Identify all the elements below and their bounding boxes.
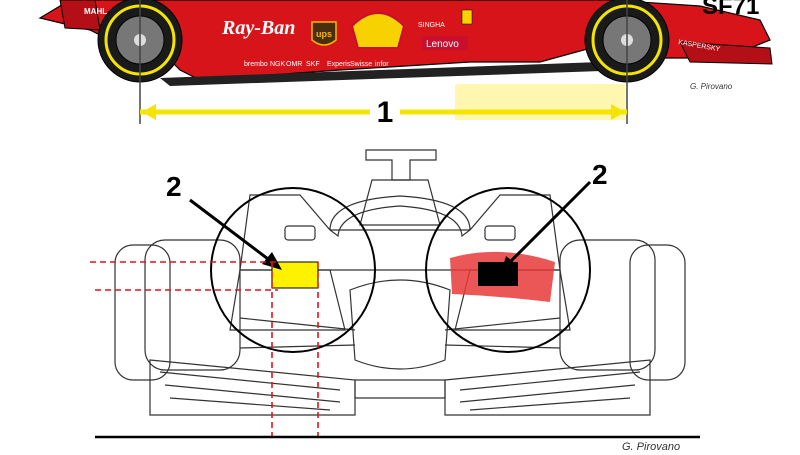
left-tyre: [114, 244, 171, 381]
callout-2-right: 2: [592, 159, 608, 190]
right-arrow-head: [500, 256, 518, 276]
front-wing-center: [354, 379, 446, 399]
left-arrow: [189, 198, 273, 264]
floor-edge: [160, 62, 630, 86]
lenovo-plate: [422, 36, 468, 50]
ferrari-shield: [461, 9, 473, 25]
front-view: [114, 149, 686, 416]
singha-text: SINGHA: [418, 22, 445, 29]
front-wing: [679, 41, 773, 65]
front-suspension-left: [239, 317, 356, 331]
front-wing-right: [444, 359, 651, 416]
right-rear-tyre: [559, 239, 656, 371]
front-suspension-right: [444, 317, 561, 331]
sponsor-label: Experis: [327, 61, 351, 68]
sponsor-label: SKF: [306, 61, 320, 68]
lower-suspension-left: [239, 344, 356, 349]
chassis-nose: [349, 279, 451, 370]
right-tyre: [629, 244, 686, 381]
wing-elements-left: [159, 371, 341, 411]
callout-1: 1: [377, 96, 394, 129]
highlight-zone: [455, 84, 625, 120]
side-view: ups Ray-Ban SINGHA Lenovo KASPERSKY MAHL…: [38, 0, 773, 129]
guide-lines: [90, 261, 319, 440]
left-mirror: [284, 225, 316, 241]
sponsor-label: infor: [375, 61, 389, 68]
mahle-text: MAHL: [84, 7, 107, 16]
right-arrow: [506, 180, 592, 266]
title-fragment: SF71: [702, 0, 759, 20]
right-mirror: [484, 225, 516, 241]
front-credit: G. Pirovano: [622, 441, 680, 450]
shell-logo: [350, 12, 406, 49]
left-rear-tyre: [144, 239, 241, 371]
airbox-sides: [359, 179, 441, 226]
sponsor-label: NGK: [270, 61, 286, 68]
sponsor-label: Swisse: [350, 61, 372, 68]
side-credit: G. Pirovano: [690, 82, 733, 91]
body-upper: [239, 194, 561, 271]
wing-elements-right: [459, 371, 641, 411]
callout-2-left: 2: [166, 171, 182, 202]
left-arrow-head: [262, 252, 282, 270]
lower-suspension-right: [444, 344, 561, 349]
callout-1-bg: [370, 96, 400, 126]
dim-arrow-left: [142, 104, 156, 120]
ups-text: ups: [316, 29, 332, 39]
right-callout-circle: [425, 187, 591, 353]
front-wing-left: [149, 359, 356, 416]
lenovo-text: Lenovo: [426, 39, 459, 50]
dim-arrow-right: [611, 104, 625, 120]
roll-hoop: [365, 149, 437, 181]
ups-logo: ups: [311, 21, 337, 46]
sponsor-label: OMR: [286, 61, 302, 68]
rayban-text: Ray-Ban: [221, 17, 295, 39]
sponsor-label: brembo: [244, 61, 268, 68]
left-callout-circle: [210, 187, 376, 353]
